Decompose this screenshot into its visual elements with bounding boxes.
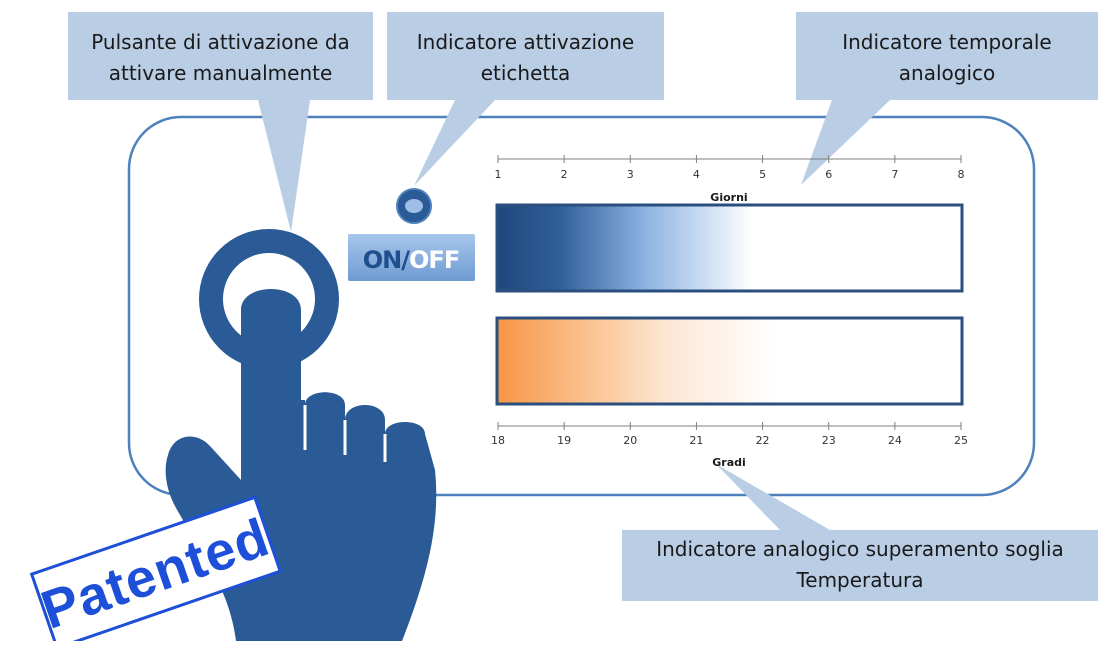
callout-activation-button: Pulsante di attivazione da attivare manu… [68,27,373,89]
callout-label-activation-indicator-line1: Indicatore attivazione [416,30,635,54]
days-axis-tick-label: 4 [693,168,700,181]
temperature-axis-tick-label: 21 [689,434,703,447]
callout-label-indicator-box [387,12,664,186]
temperature-axis-tick-label: 24 [888,434,902,447]
days-axis-tick-label: 7 [891,168,898,181]
label-activation-indicator-icon [396,188,432,224]
temperature-bar-fill [498,319,961,403]
callout-activation-button-line2: attivare manualmente [108,61,333,85]
days-axis-tick-label: 6 [825,168,832,181]
temperature-axis-tick-label: 19 [557,434,571,447]
temperature-axis-title: Gradi [712,456,746,469]
temperature-axis-tick-label: 23 [822,434,836,447]
callout-label-activation-indicator: Indicatore attivazione etichetta [387,27,664,89]
temperature-axis-tick-label: 20 [623,434,637,447]
callout-activation-button-box [68,12,373,232]
days-bar-fill [498,206,961,290]
days-axis-tick-label: 3 [627,168,634,181]
temperature-axis-tick-label: 18 [491,434,505,447]
days-axis-title: Giorni [710,191,747,204]
days-axis-tick-label: 5 [759,168,766,181]
temperature-axis: 18 19 20 21 22 23 24 25 Gradi [491,422,968,469]
callout-label-activation-indicator-line2: etichetta [480,61,571,85]
callout-threshold-indicator: Indicatore analogico superamento soglia … [622,534,1098,596]
callout-time-indicator-line1: Indicatore temporale [842,30,1052,54]
days-axis: 1 2 3 4 5 6 7 8 Giorni [495,155,965,204]
callout-threshold-indicator-line2: Temperatura [796,568,924,592]
days-axis-tick-label: 2 [561,168,568,181]
temperature-axis-tick-label: 25 [954,434,968,447]
callout-time-indicator-line2: analogico [898,61,996,85]
temperature-axis-tick-label: 22 [756,434,770,447]
callout-time-indicator-box [796,12,1098,185]
on-off-toggle[interactable]: ON/OFF [346,232,477,283]
days-axis-tick-label: 8 [958,168,965,181]
days-axis-tick-label: 1 [495,168,502,181]
callout-threshold-indicator-line1: Indicatore analogico superamento soglia [656,537,1064,561]
callout-threshold-indicator-box [622,464,1098,601]
on-off-text: ON/OFF [363,246,459,274]
callout-time-indicator: Indicatore temporale analogico [796,27,1098,89]
callout-activation-button-line1: Pulsante di attivazione da [91,30,350,54]
device-panel [127,115,1036,497]
